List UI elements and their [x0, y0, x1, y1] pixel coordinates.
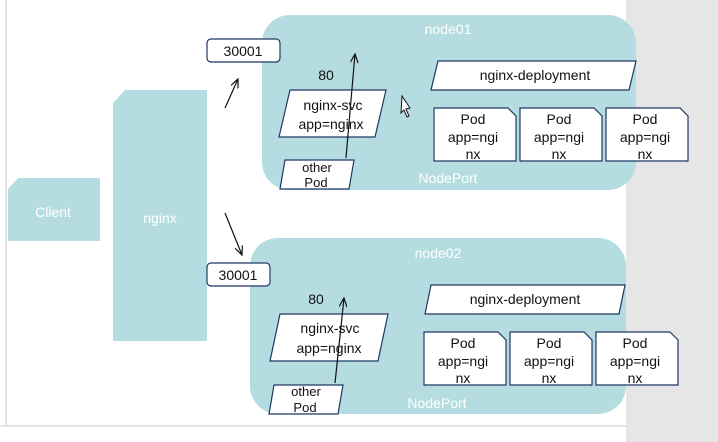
node02-pod-1-line2: nx: [456, 370, 471, 386]
node02-svc-port: 80: [308, 291, 324, 307]
node02-svc-arrow: [334, 298, 344, 384]
node01-other-pod-line1: other: [302, 160, 332, 175]
node01-pod-1-title: Pod: [461, 111, 486, 127]
node02-pod-2-line2: nx: [542, 370, 557, 386]
nginx-to-node02-arrow: [224, 212, 242, 255]
node02-service-type: NodePort: [407, 395, 466, 411]
node01-deployment-box: [430, 60, 637, 91]
node01-pod-3-line2: nx: [638, 146, 653, 162]
node01-port-box: [206, 38, 281, 63]
node01-other-pod: [279, 159, 355, 190]
node01-pod-2-title: Pod: [547, 111, 572, 127]
node02-deployment-label: nginx-deployment: [470, 291, 581, 307]
node01-pod-3: Pod app=ngi nx: [605, 107, 689, 162]
node02-pod-2-line1: app=ngi: [524, 353, 574, 369]
node01-title: node01: [425, 21, 472, 37]
node01-port-label: 30001: [224, 43, 263, 59]
node02-svc-name: nginx-svc: [300, 320, 359, 336]
mouse-cursor-icon: [400, 94, 411, 118]
nginx-to-node01-arrow: [224, 79, 238, 109]
node01-pod-1-line2: nx: [466, 146, 481, 162]
node02-other-pod-line1: other: [291, 384, 321, 399]
node02-other-pod-line2: Pod: [293, 400, 316, 415]
node01-svc-port: 80: [318, 67, 334, 83]
node02-pod-3-line2: nx: [628, 370, 643, 386]
node02-pod-2: Pod app=ngi nx: [509, 331, 593, 386]
node02-title: node02: [415, 245, 462, 261]
node02-pod-3: Pod app=ngi nx: [595, 331, 679, 386]
node01-svc-name: nginx-svc: [303, 97, 362, 113]
client-box: Client: [8, 178, 100, 241]
node01-service-type: NodePort: [418, 170, 477, 186]
node01-pod-3-line1: app=ngi: [620, 129, 670, 145]
nginx-proxy-label: nginx: [143, 210, 176, 226]
node01-group: node01 NodePort 30001 80 nginx-svc app=n…: [206, 15, 689, 190]
node02-pod-2-title: Pod: [537, 335, 562, 351]
node02-pod-1-line1: app=ngi: [438, 353, 488, 369]
node01-deployment-label: nginx-deployment: [480, 67, 591, 83]
node02-svc-selector: app=nginx: [296, 340, 361, 356]
node02-pod-3-line1: app=ngi: [610, 353, 660, 369]
node01-pod-3-title: Pod: [633, 111, 658, 127]
node02-deployment-box: [424, 284, 626, 315]
nginx-proxy-box: nginx: [113, 90, 207, 341]
client-label: Client: [35, 204, 71, 220]
node01-pod-2-line1: app=ngi: [534, 129, 584, 145]
node01-svc-selector: app=nginx: [298, 116, 363, 132]
node02-pod-1: Pod app=ngi nx: [423, 331, 507, 386]
node01-pod-1-line1: app=ngi: [448, 129, 498, 145]
node01-other-pod-line2: Pod: [304, 175, 327, 190]
node02-port-box: [206, 262, 271, 287]
node01-pod-1: Pod app=ngi nx: [433, 107, 517, 162]
node01-pod-2: Pod app=ngi nx: [519, 107, 603, 162]
node01-pod-2-line2: nx: [552, 146, 567, 162]
node01-svc-arrow: [345, 54, 355, 159]
node01-service-box: [278, 89, 387, 138]
node02-group: node02 NodePort 30001 80 nginx-svc app=n…: [206, 238, 679, 415]
node02-other-pod: [268, 384, 344, 415]
node02-port-label: 30001: [219, 267, 258, 283]
node02-service-box: [269, 313, 389, 362]
node02-pod-1-title: Pod: [451, 335, 476, 351]
node02-pod-3-title: Pod: [623, 335, 648, 351]
